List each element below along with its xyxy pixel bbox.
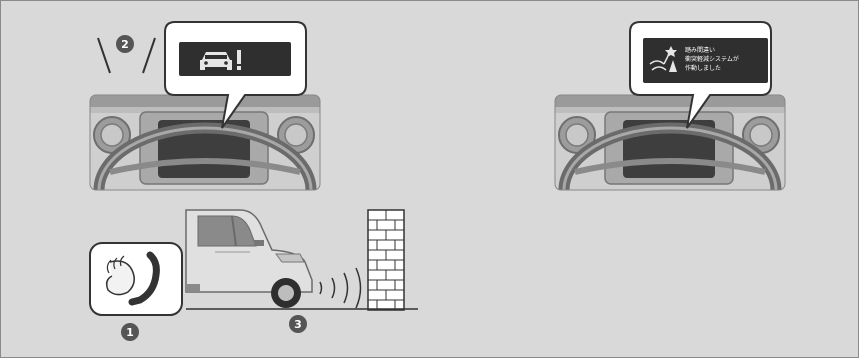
callout-1-label: 1	[126, 326, 134, 339]
brick-wall-icon	[368, 210, 404, 310]
message-line-1: 踏み間違い	[685, 46, 715, 54]
message-line-3: 作動しました	[685, 64, 721, 72]
message-line-2: 衝突軽減システムが	[685, 55, 739, 63]
callout-3-label: 3	[294, 318, 302, 331]
sound-wave-icon	[320, 268, 361, 308]
pedal-box	[90, 243, 182, 315]
warning-display	[179, 42, 291, 76]
callout-2-label: 2	[121, 38, 129, 51]
callout-1: 1	[121, 323, 139, 341]
dashboard-right	[555, 95, 785, 252]
callout-2: 2	[116, 35, 134, 53]
callout-3: 3	[289, 315, 307, 333]
vehicle	[186, 210, 312, 308]
